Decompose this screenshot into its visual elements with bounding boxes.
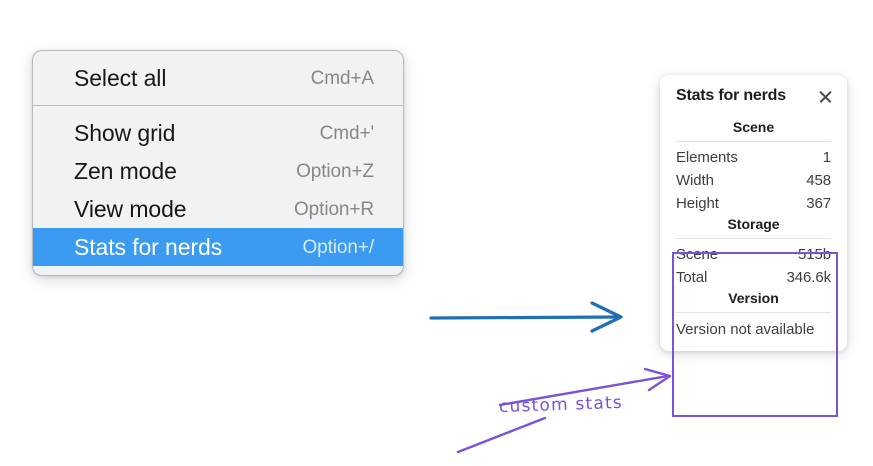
stat-value: 367: [806, 195, 831, 212]
menu-item-label: Show grid: [74, 119, 176, 146]
stat-row-width: Width 458: [669, 169, 838, 192]
stat-value: 515b: [798, 246, 831, 263]
section-heading: Storage: [727, 216, 780, 232]
menu-item-view-mode[interactable]: View mode Option+R: [33, 190, 403, 228]
menu-item-shortcut: Option+/: [302, 236, 374, 258]
stat-row-height: Height 367: [669, 192, 838, 215]
menu-item-shortcut: Cmd+': [319, 122, 374, 144]
menu-item-show-grid[interactable]: Show grid Cmd+': [33, 114, 403, 152]
menu-item-label: View mode: [74, 195, 187, 222]
section-divider: [676, 312, 831, 313]
menu-item-shortcut: Cmd+A: [310, 67, 374, 89]
menu-item-label: Zen mode: [74, 157, 177, 184]
stat-key: Elements: [676, 149, 738, 166]
stats-panel-header: Stats for nerds: [669, 87, 838, 105]
stats-panel-title: Stats for nerds: [676, 87, 786, 104]
menu-item-select-all[interactable]: Select all Cmd+A: [33, 59, 403, 97]
stat-row-elements: Elements 1: [669, 146, 838, 169]
stats-section-scene: Scene Elements 1 Width 458 Height 367: [669, 118, 838, 215]
stats-section-storage: Storage Scene 515b Total 346.6k: [669, 215, 838, 289]
stat-key: Height: [676, 195, 719, 212]
menu-group-2: Show grid Cmd+' Zen mode Option+Z View m…: [33, 114, 403, 266]
stat-row-total-storage: Total 346.6k: [669, 266, 838, 289]
menu-item-stats-for-nerds[interactable]: Stats for nerds Option+/: [33, 228, 403, 266]
menu-item-zen-mode[interactable]: Zen mode Option+Z: [33, 152, 403, 190]
annotation-label-custom-stats: custom stats: [498, 392, 624, 418]
stat-value: 1: [822, 149, 831, 166]
menu-item-label: Stats for nerds: [74, 233, 223, 260]
stat-value: 346.6k: [786, 269, 832, 286]
menu-group-1: Select all Cmd+A: [33, 59, 403, 97]
stat-key: Width: [676, 172, 714, 189]
stat-key: Total: [676, 269, 708, 286]
menu-item-shortcut: Option+R: [294, 198, 374, 220]
menu-item-label: Select all: [74, 64, 167, 91]
stat-value: 458: [806, 172, 831, 189]
menu-separator: [33, 105, 403, 106]
section-divider: [676, 141, 831, 142]
context-menu: Select all Cmd+A Show grid Cmd+' Zen mod…: [32, 50, 404, 276]
purple-arrow-icon: [498, 367, 672, 407]
stats-for-nerds-panel: Stats for nerds Scene Elements 1 Width 4…: [660, 75, 847, 351]
section-divider: [676, 238, 831, 239]
purple-underline-stroke: [456, 416, 547, 454]
menu-item-shortcut: Option+Z: [296, 160, 374, 182]
stats-section-version: Version Version not available: [669, 289, 838, 339]
close-icon[interactable]: [818, 89, 833, 104]
stat-row-scene-storage: Scene 515b: [669, 243, 838, 266]
blue-arrow-icon: [429, 301, 623, 333]
section-heading: Scene: [732, 119, 775, 135]
version-text: Version not available: [676, 321, 815, 338]
section-heading: Version: [728, 290, 779, 306]
stat-key: Scene: [676, 246, 719, 263]
